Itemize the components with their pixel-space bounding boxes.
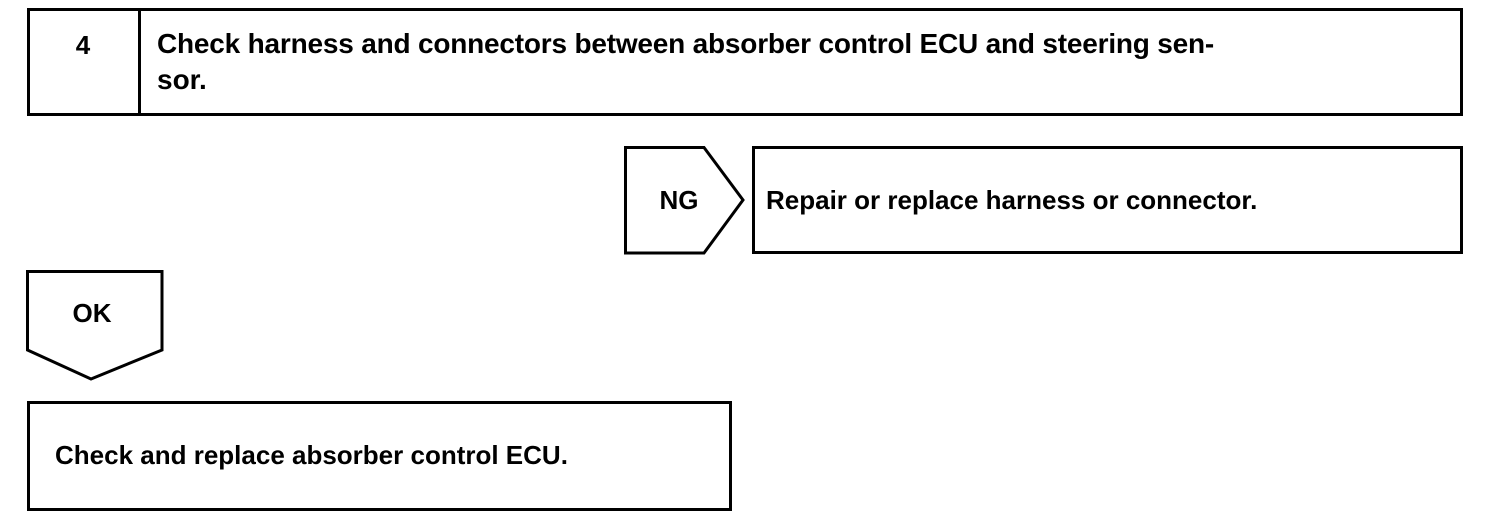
step-title-line1: Check harness and connectors between abs… <box>157 28 1215 59</box>
ng-action-box <box>752 146 1463 254</box>
step-number-divider <box>138 8 141 116</box>
ok-arrow-shape <box>26 270 164 381</box>
ok-action-box <box>27 401 732 511</box>
step-header-box <box>27 8 1463 116</box>
ng-label: NG <box>659 185 699 215</box>
ng-arrow-shape <box>624 146 745 255</box>
step-title-line2: sor. <box>157 64 207 95</box>
ng-action-text: Repair or replace harness or connector. <box>766 185 1258 215</box>
step-number: 4 <box>75 30 91 60</box>
ok-action-text: Check and replace absorber control ECU. <box>55 440 568 470</box>
ok-label: OK <box>72 298 112 328</box>
